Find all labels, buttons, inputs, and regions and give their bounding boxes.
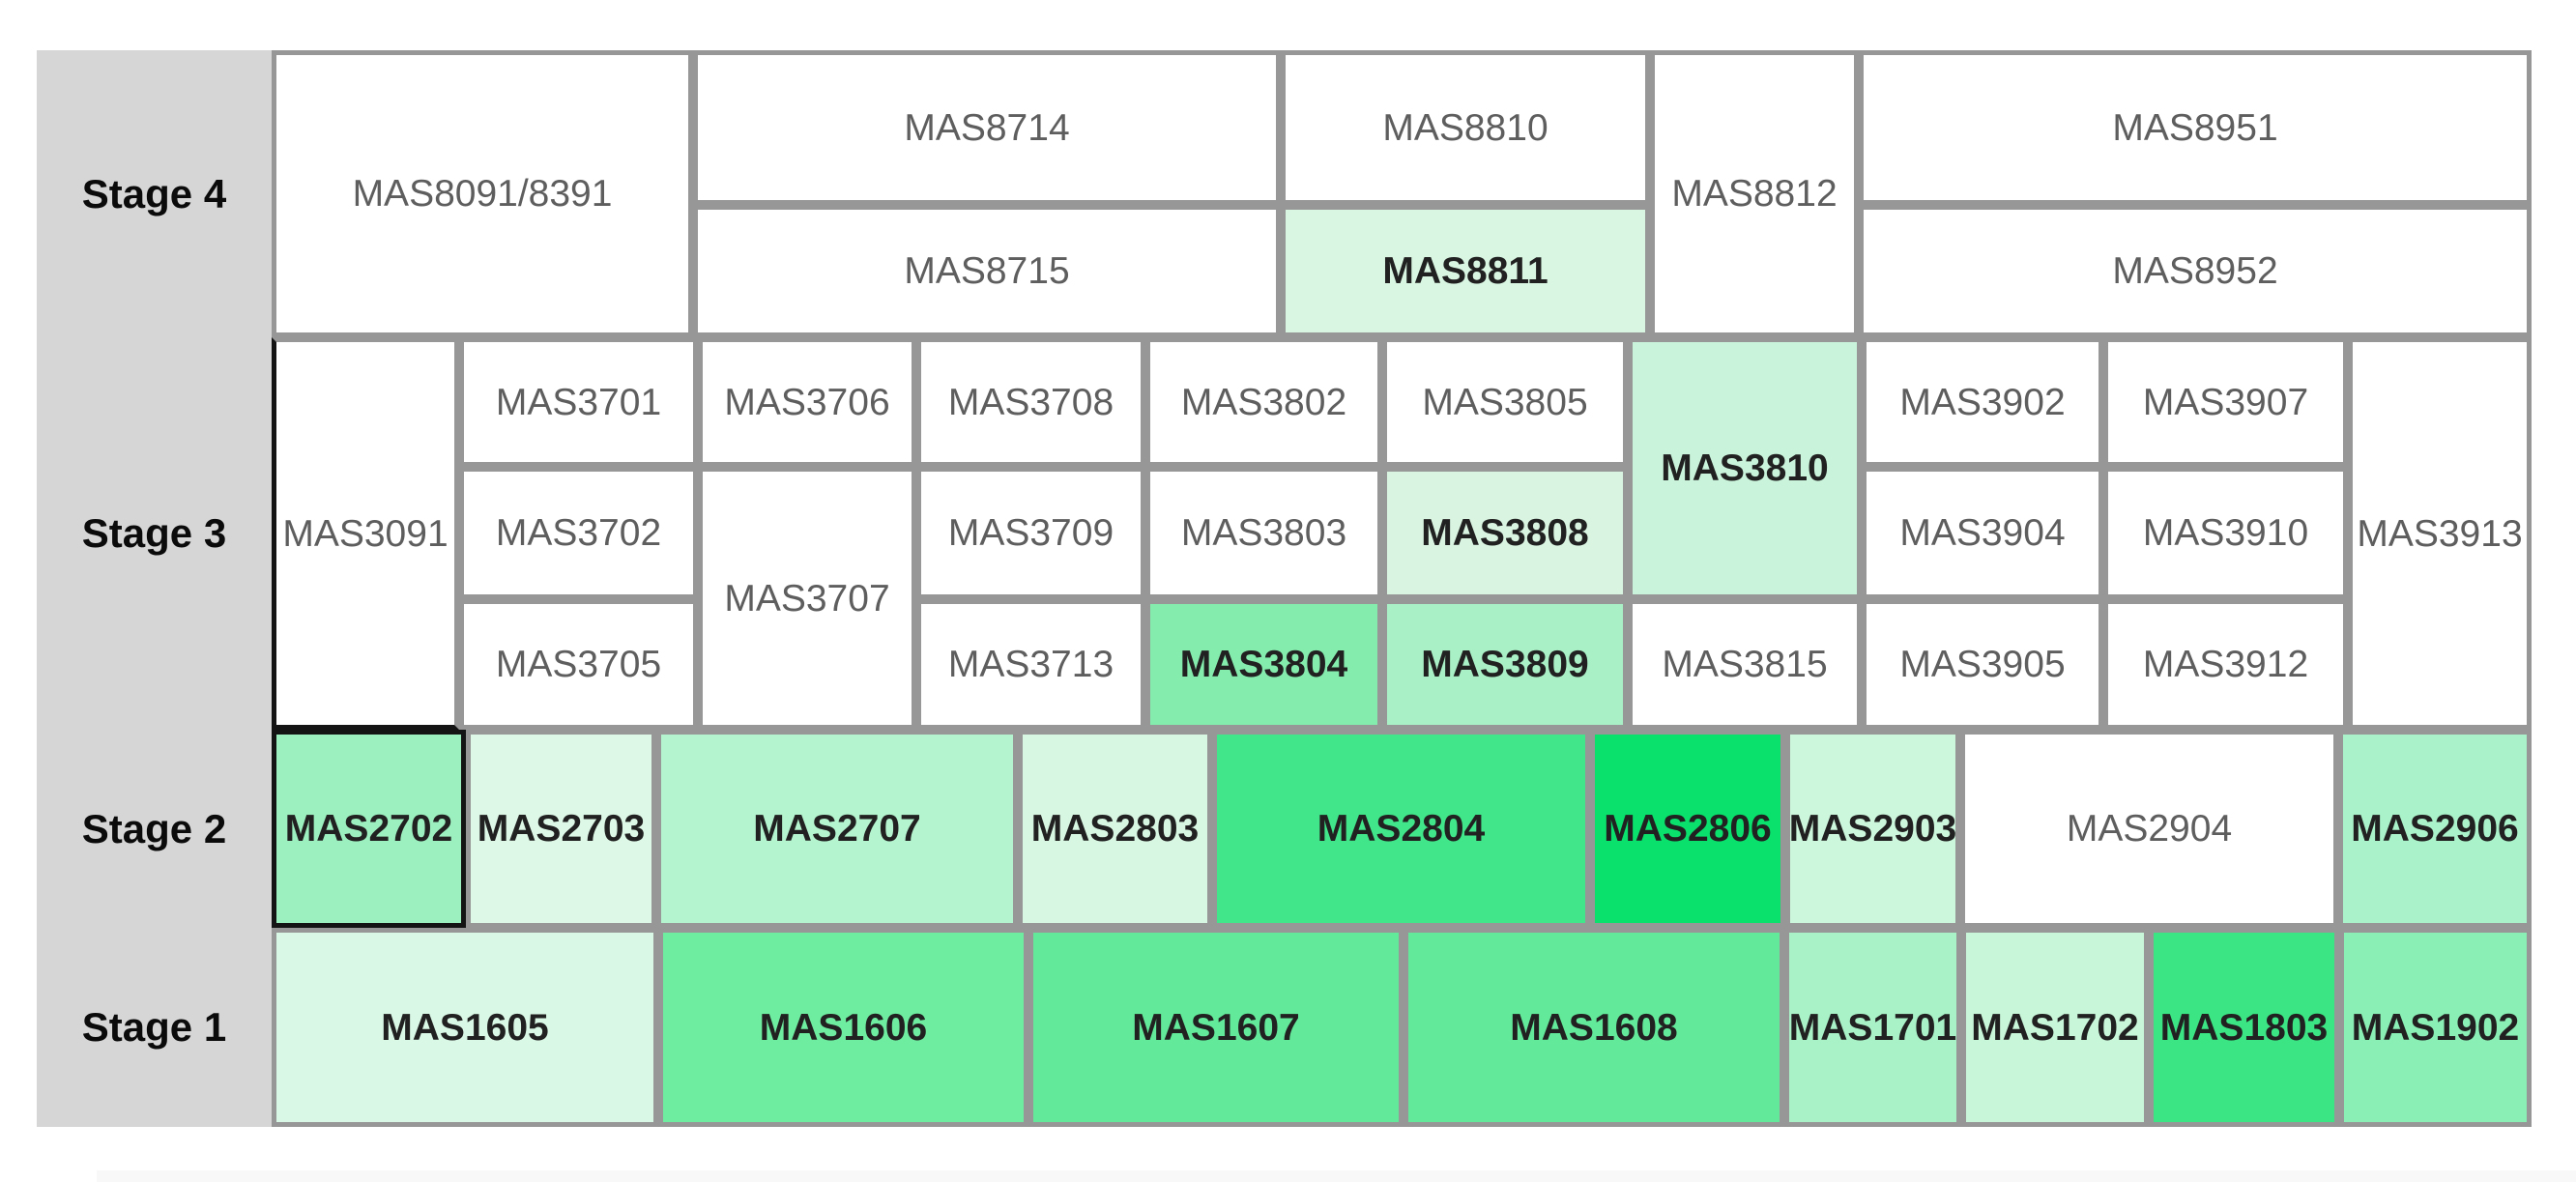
cell-MAS3810[interactable]: MAS3810	[1628, 337, 1862, 599]
cell-MAS1702[interactable]: MAS1702	[1961, 928, 2149, 1127]
cell-MAS2703[interactable]: MAS2703	[466, 730, 656, 928]
stage-label-column	[37, 50, 272, 1127]
cell-MAS3905[interactable]: MAS3905	[1862, 599, 2103, 730]
stage-label-4: Stage 4	[81, 170, 227, 216]
cell-MAS2903[interactable]: MAS2903	[1785, 730, 1960, 928]
cell-MAS3702[interactable]: MAS3702	[459, 467, 698, 599]
cell-MAS3705[interactable]: MAS3705	[459, 599, 698, 730]
cell-MAS3808[interactable]: MAS3808	[1382, 467, 1628, 599]
cell-MAS3910[interactable]: MAS3910	[2103, 467, 2348, 599]
cell-MAS1803[interactable]: MAS1803	[2149, 928, 2339, 1127]
cell-MAS8811[interactable]: MAS8811	[1281, 205, 1650, 337]
cell-MAS8812[interactable]: MAS8812	[1650, 50, 1859, 337]
cell-MAS3803[interactable]: MAS3803	[1145, 467, 1382, 599]
cell-MAS3709[interactable]: MAS3709	[916, 467, 1145, 599]
cell-MAS8091-8391[interactable]: MAS8091/8391	[272, 50, 693, 337]
page-bottom-edge	[97, 1170, 2576, 1182]
cell-MAS3804[interactable]: MAS3804	[1145, 599, 1382, 730]
cell-MAS3091[interactable]: MAS3091	[272, 337, 459, 730]
cell-MAS2906[interactable]: MAS2906	[2338, 730, 2532, 928]
cell-MAS8951[interactable]: MAS8951	[1859, 50, 2532, 205]
cell-MAS3805[interactable]: MAS3805	[1382, 337, 1628, 467]
stage-label-3: Stage 3	[81, 510, 227, 556]
stage-label-2: Stage 2	[81, 805, 227, 851]
cell-MAS8952[interactable]: MAS8952	[1859, 205, 2532, 337]
cell-MAS1701[interactable]: MAS1701	[1784, 928, 1961, 1127]
cell-MAS2806[interactable]: MAS2806	[1590, 730, 1785, 928]
cell-MAS2803[interactable]: MAS2803	[1018, 730, 1212, 928]
cell-MAS2904[interactable]: MAS2904	[1960, 730, 2338, 928]
cell-MAS8810[interactable]: MAS8810	[1281, 50, 1650, 205]
cell-MAS2702[interactable]: MAS2702	[272, 730, 466, 928]
cell-MAS3815[interactable]: MAS3815	[1628, 599, 1862, 730]
cell-MAS3707[interactable]: MAS3707	[698, 467, 916, 730]
cell-MAS3701[interactable]: MAS3701	[459, 337, 698, 467]
cell-MAS1902[interactable]: MAS1902	[2339, 928, 2532, 1127]
cell-MAS3802[interactable]: MAS3802	[1145, 337, 1382, 467]
cell-MAS1607[interactable]: MAS1607	[1028, 928, 1404, 1127]
cell-MAS3708[interactable]: MAS3708	[916, 337, 1145, 467]
cell-MAS3904[interactable]: MAS3904	[1862, 467, 2103, 599]
cell-MAS1605[interactable]: MAS1605	[272, 928, 658, 1127]
cell-MAS2707[interactable]: MAS2707	[656, 730, 1018, 928]
cell-MAS3907[interactable]: MAS3907	[2103, 337, 2348, 467]
cell-MAS3706[interactable]: MAS3706	[698, 337, 916, 467]
cell-MAS8715[interactable]: MAS8715	[693, 205, 1281, 337]
cell-MAS1608[interactable]: MAS1608	[1404, 928, 1784, 1127]
cell-MAS8714[interactable]: MAS8714	[693, 50, 1281, 205]
cell-MAS1606[interactable]: MAS1606	[658, 928, 1028, 1127]
cell-MAS3913[interactable]: MAS3913	[2348, 337, 2532, 730]
cell-MAS3713[interactable]: MAS3713	[916, 599, 1145, 730]
stage-label-1: Stage 1	[81, 1004, 227, 1050]
cell-MAS3809[interactable]: MAS3809	[1382, 599, 1628, 730]
cell-MAS3902[interactable]: MAS3902	[1862, 337, 2103, 467]
cell-MAS3912[interactable]: MAS3912	[2103, 599, 2348, 730]
cell-MAS2804[interactable]: MAS2804	[1212, 730, 1590, 928]
